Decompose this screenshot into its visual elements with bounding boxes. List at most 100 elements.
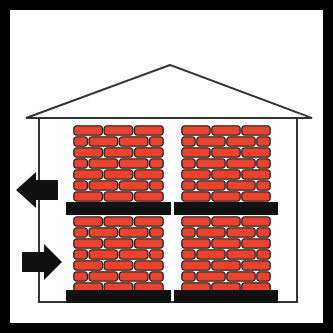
brick (211, 147, 241, 158)
brick (181, 125, 211, 136)
pallet-upper-right (174, 202, 278, 215)
brick (211, 260, 241, 271)
brick (133, 216, 164, 227)
brick (211, 238, 241, 249)
brick (88, 136, 119, 147)
brick (103, 216, 134, 227)
brick (181, 271, 196, 282)
brick (73, 191, 104, 202)
warehouse-roof (25, 63, 313, 119)
brick (241, 260, 271, 271)
brick (73, 238, 104, 249)
brick (149, 136, 164, 147)
brick (73, 169, 104, 180)
brick (88, 271, 119, 282)
brick (133, 169, 164, 180)
brick-stack-lower-left (73, 216, 164, 293)
brick (118, 136, 149, 147)
brick (181, 169, 211, 180)
brick (181, 136, 196, 147)
brick (181, 238, 211, 249)
brick (73, 249, 89, 260)
brick (181, 227, 196, 238)
brick (211, 169, 241, 180)
brick-stack-upper-left (73, 125, 164, 202)
pallet-lower-right (174, 290, 278, 303)
brick (88, 180, 119, 191)
brick (103, 125, 134, 136)
brick (181, 260, 211, 271)
brick (226, 158, 256, 169)
pallet-upper-left (66, 202, 171, 215)
brick (181, 147, 211, 158)
brick (118, 180, 149, 191)
brick (73, 216, 104, 227)
brick (103, 169, 134, 180)
brick (211, 191, 241, 202)
brick (149, 158, 164, 169)
brick (73, 271, 89, 282)
brick (181, 249, 196, 260)
brick (256, 227, 271, 238)
brick (73, 125, 104, 136)
brick (181, 191, 211, 202)
brick (88, 158, 119, 169)
brick (241, 125, 271, 136)
brick (256, 180, 271, 191)
brick (103, 260, 134, 271)
brick (149, 227, 164, 238)
inbound-arrow-icon (22, 244, 62, 280)
brick (103, 191, 134, 202)
brick-stack-upper-right (181, 125, 271, 202)
brick (196, 180, 226, 191)
brick (133, 125, 164, 136)
brick (73, 227, 89, 238)
brick (211, 125, 241, 136)
brick (256, 158, 271, 169)
brick (226, 136, 256, 147)
brick (133, 147, 164, 158)
brick (181, 158, 196, 169)
brick (196, 271, 226, 282)
brick-stack-lower-right (181, 216, 271, 293)
brick (73, 136, 89, 147)
brick (241, 216, 271, 227)
brick (149, 180, 164, 191)
outbound-arrow-icon (16, 172, 58, 208)
pallet-lower-left (66, 290, 171, 303)
brick (211, 216, 241, 227)
brick (133, 191, 164, 202)
brick (149, 249, 164, 260)
brick (118, 271, 149, 282)
brick (181, 216, 211, 227)
brick (118, 249, 149, 260)
brick (73, 180, 89, 191)
brick-stacks (73, 125, 271, 293)
pallets (66, 202, 278, 303)
brick (226, 180, 256, 191)
brick (103, 147, 134, 158)
brick (149, 271, 164, 282)
brick (88, 227, 119, 238)
brick (133, 260, 164, 271)
brick (73, 147, 104, 158)
brick (88, 249, 119, 260)
brick (241, 147, 271, 158)
brick (118, 227, 149, 238)
brick (118, 158, 149, 169)
brick (73, 158, 89, 169)
brick (196, 249, 226, 260)
brick (226, 271, 256, 282)
brick (256, 249, 271, 260)
brick (103, 238, 134, 249)
brick (241, 169, 271, 180)
brick (133, 238, 164, 249)
brick (196, 136, 226, 147)
brick (256, 271, 271, 282)
brick (226, 249, 256, 260)
brick (256, 136, 271, 147)
brick (241, 238, 271, 249)
brick (73, 260, 104, 271)
